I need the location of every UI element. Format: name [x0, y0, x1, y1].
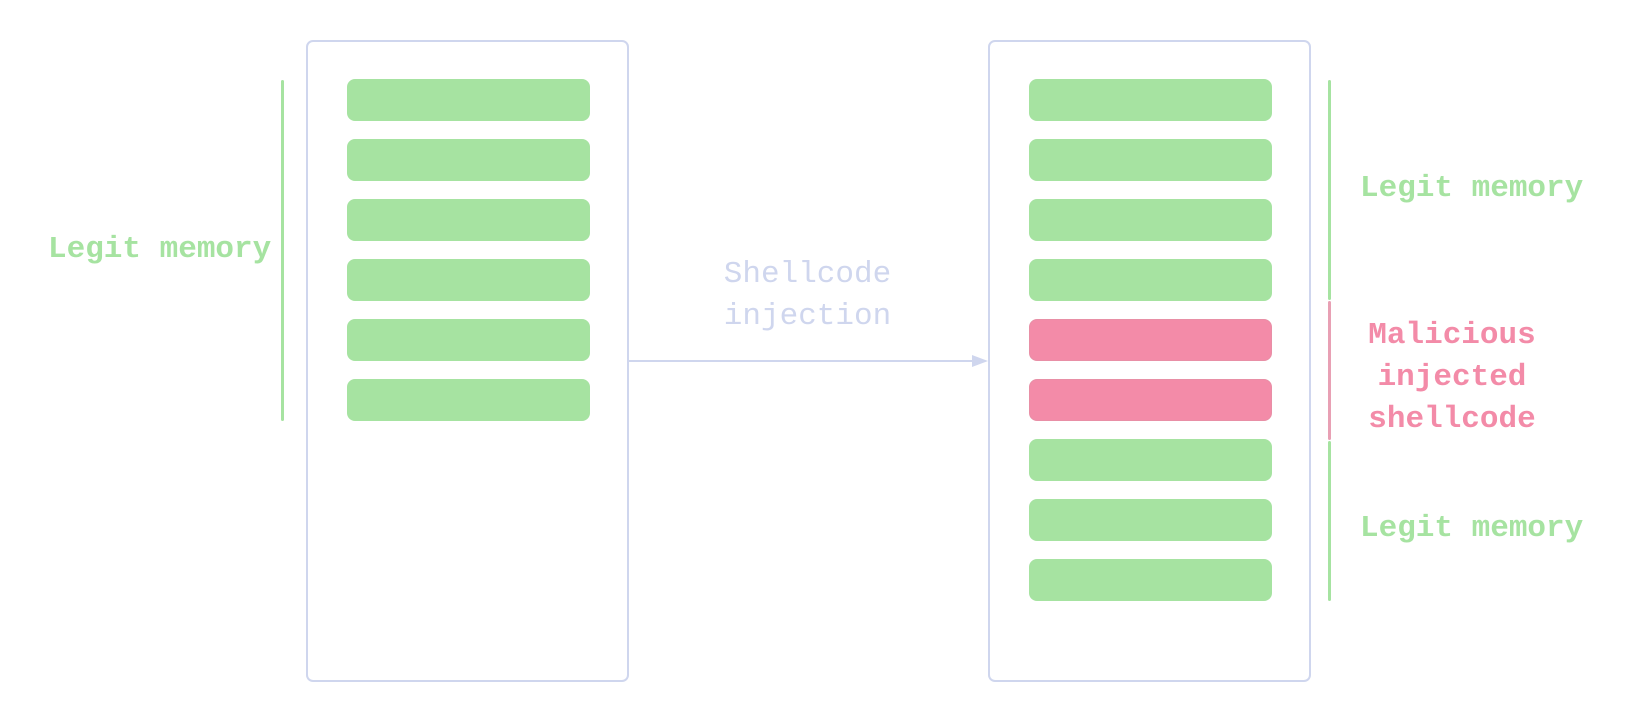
legit-memory-bracket [281, 80, 284, 421]
memory-after-panel [988, 40, 1311, 682]
malicious-shellcode-block [1029, 379, 1272, 421]
shellcode-injection-label: Shellcode injection [700, 254, 915, 338]
legit-memory-block [347, 139, 590, 181]
legit-memory-block [1029, 439, 1272, 481]
legit-memory-block [1029, 499, 1272, 541]
memory-before-panel [306, 40, 629, 682]
legit-memory-label: Legit memory [48, 232, 272, 267]
legit-memory-block [1029, 559, 1272, 601]
malicious-label-line: shellcode [1368, 402, 1536, 437]
legit-memory-top-label: Legit memory [1360, 171, 1584, 206]
malicious-shellcode-bracket [1328, 301, 1331, 440]
legit-memory-top-bracket [1328, 80, 1331, 300]
legit-memory-block [347, 319, 590, 361]
legit-memory-bottom-label: Legit memory [1360, 511, 1584, 546]
arrow-head-icon [972, 355, 988, 367]
legit-memory-block [347, 379, 590, 421]
malicious-label-line: injected [1377, 360, 1527, 395]
legit-memory-block [347, 199, 590, 241]
legit-memory-block [1029, 199, 1272, 241]
injection-arrow [628, 355, 988, 367]
legit-memory-block [347, 79, 590, 121]
arrow-label-line: Shellcode [723, 257, 892, 292]
legit-memory-block [347, 259, 590, 301]
legit-memory-block [1029, 259, 1272, 301]
malicious-label-line: Malicious [1368, 318, 1536, 353]
legit-memory-block [1029, 79, 1272, 121]
legit-memory-bottom-bracket [1328, 441, 1331, 601]
malicious-shellcode-label: Malicious injected shellcode [1352, 315, 1552, 441]
malicious-shellcode-block [1029, 319, 1272, 361]
arrow-label-line: injection [723, 299, 892, 334]
legit-memory-block [1029, 139, 1272, 181]
